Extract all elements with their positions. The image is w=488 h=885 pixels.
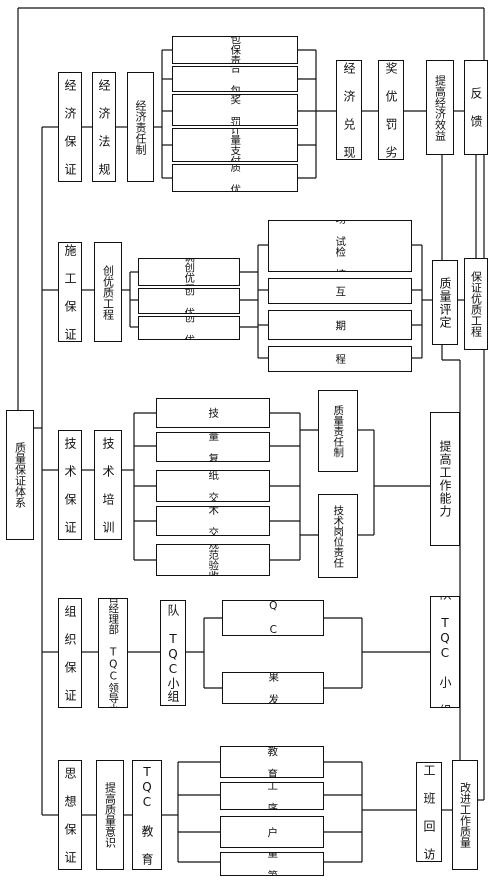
tech-handover-node: 技 术 交 底 <box>156 506 270 536</box>
sign-contract-label: 签订包保责任制 <box>229 37 241 63</box>
econ-law-node: 经 济 法 规 <box>92 72 116 182</box>
quality-eval-label: 质量评定 <box>438 276 452 329</box>
team-tqc-group-node: 队 TQC 小 组 <box>430 596 460 708</box>
improve-benefit-node: 提高经济效益 <box>426 60 454 155</box>
tech-post-resp-node: 技术岗位责任 <box>318 494 358 578</box>
crew-revisit-label: 工 班 回 访 <box>422 763 436 861</box>
econ-realize-label: 经 济 兑 现 <box>342 61 356 159</box>
strengthen-inspect-node: 加强 现场 试检 控制 充分 <box>268 220 412 272</box>
master-standards-node: 掌握规范验收标准 <box>156 544 270 576</box>
root-label: 质量保证体系 <box>13 442 27 508</box>
next-process-label: 下 道 工 序 用 户 <box>266 783 278 809</box>
tech-handover-label: 技 术 交 底 <box>207 507 219 535</box>
strengthen-inspect-label: 加强 现场 试检 控制 充分 <box>334 221 346 271</box>
thought-guarantee-node: 思 想 保 证 <box>58 760 82 870</box>
tech-training-node: 技 术 培 训 <box>94 430 122 540</box>
edu-plan-node: 制 定 教 育 计 划 <box>220 746 324 778</box>
construction-guarantee-node: 施 工 保 证 <box>58 242 82 342</box>
reward-punish-label: 奖 优 罚 劣 <box>384 61 398 159</box>
reward-rules-label: 制 定 奖 罚 条 例 <box>229 95 241 125</box>
construction-guarantee-label: 施 工 保 证 <box>63 243 77 341</box>
set-measures-node: 制 定 创 优 措 施 <box>138 288 240 314</box>
quality-price-label: 优 质 优 价 <box>229 165 241 191</box>
periodic-check-node: 定 期 不 定 期 质 量 检 查 <box>268 310 412 340</box>
tech-post-resp-label: 技术岗位责任 <box>332 504 345 568</box>
create-quality-label: 创优质工程 <box>101 264 115 320</box>
master-standards-label: 掌握规范验收标准 <box>207 545 219 575</box>
org-guarantee-node: 组 织 保 证 <box>58 598 82 708</box>
quality-awareness-label: 提高质量意识 <box>103 782 117 848</box>
set-measures-label: 制 定 创 优 措 施 <box>183 289 195 313</box>
results-dev-node: 成 果 发 展 <box>222 672 324 704</box>
measure-pay-label: 完善计量支付手段 <box>229 129 241 161</box>
reward-punish-node: 奖 优 罚 劣 <box>378 60 404 160</box>
econ-resp-label: 经济责任制 <box>134 99 147 155</box>
promote-new-label: 推 广 新 技 术 工 艺 <box>207 399 219 427</box>
quality-first-node: 质 量 第 一 <box>220 852 324 876</box>
team-tqc-node: 队 TQC小组 <box>160 600 186 706</box>
ensure-quality-label: 保证优质工程 <box>469 271 483 337</box>
econ-realize-node: 经 济 兑 现 <box>336 60 362 160</box>
tqc-education-label: TQC 教 育 <box>140 764 154 866</box>
measure-pay-node: 完善计量支付手段 <box>172 128 298 162</box>
thought-guarantee-label: 思 想 保 证 <box>63 766 77 864</box>
serve-users-node: 为 用 户 服 务 <box>220 816 324 848</box>
package-contract-node: 配 合 包 干 <box>172 66 298 92</box>
package-contract-label: 配 合 包 干 <box>229 67 241 91</box>
improve-ability-node: 提高工作能力 <box>430 412 460 546</box>
drawing-handover-label: 图 纸 交 底 <box>207 471 219 501</box>
results-dev-label: 成 果 发 展 <box>267 673 279 703</box>
econ-resp-node: 经济责任制 <box>127 72 154 182</box>
reward-rules-node: 制 定 奖 罚 条 例 <box>172 94 298 126</box>
serve-users-label: 为 用 户 服 务 <box>266 817 278 847</box>
team-tqc-group-label: 队 TQC 小 组 <box>438 596 452 708</box>
self-check-node: 进 行 自 检 互 检 交 接 检 <box>268 278 412 304</box>
accept-supervision-node: 接 受 工 程 师 监 察 <box>268 346 412 372</box>
drawing-handover-node: 图 纸 交 底 <box>156 470 270 502</box>
tech-training-label: 技 术 培 训 <box>101 436 115 534</box>
pm-tqc-node: 项目经理部 TQC领导小组 <box>98 598 128 708</box>
periodic-check-label: 定 期 不 定 期 质 量 检 查 <box>334 311 346 339</box>
improve-ability-label: 提高工作能力 <box>438 440 452 518</box>
improve-work-quality-label: 改进工作质量 <box>458 782 472 848</box>
improve-benefit-label: 提高经济效益 <box>433 74 447 141</box>
create-quality-node: 创优质工程 <box>94 242 122 342</box>
org-guarantee-label: 组 织 保 证 <box>63 604 77 702</box>
measure-review-node: 测 量 复 核 <box>156 432 270 462</box>
pm-tqc-label: 项目经理部 TQC领导小组 <box>107 598 120 708</box>
econ-guarantee-node: 经 济 保 证 <box>58 72 82 182</box>
ensure-quality-node: 保证优质工程 <box>464 258 488 350</box>
root-node: 质量保证体系 <box>6 410 34 540</box>
tqc-education-node: TQC 教 育 <box>132 760 162 870</box>
quality-price-node: 优 质 优 价 <box>172 164 298 192</box>
promote-new-node: 推 广 新 技 术 工 艺 <box>156 398 270 428</box>
crew-qc-node: 工 班 Q C 小 组 <box>222 600 324 636</box>
feedback-node: 反 馈 <box>464 60 488 155</box>
quality-awareness-node: 提高质量意识 <box>96 760 124 870</box>
crew-revisit-node: 工 班 回 访 <box>416 762 442 862</box>
crew-qc-label: 工 班 Q C 小 组 <box>267 601 279 635</box>
check-effect-node: 检 查 创 优 效 果 <box>138 316 240 340</box>
quality-eval-node: 质量评定 <box>432 260 458 345</box>
quality-resp-label: 质量责任制 <box>332 404 345 458</box>
improve-work-quality-node: 改进工作质量 <box>452 760 478 870</box>
feedback-label: 反 馈 <box>469 87 483 128</box>
econ-guarantee-label: 经 济 保 证 <box>63 78 77 176</box>
accept-supervision-label: 接 受 工 程 师 监 察 <box>334 347 346 371</box>
edu-plan-label: 制 定 教 育 计 划 <box>266 747 278 777</box>
define-goal-label: 明确创优工点 <box>183 259 195 285</box>
tech-guarantee-label: 技 术 保 证 <box>63 436 77 534</box>
next-process-node: 下 道 工 序 用 户 <box>220 782 324 810</box>
team-tqc-label: 队 TQC小组 <box>166 603 180 703</box>
check-effect-label: 检 查 创 优 效 果 <box>183 317 195 339</box>
tech-guarantee-node: 技 术 保 证 <box>58 430 82 540</box>
measure-review-label: 测 量 复 核 <box>207 433 219 461</box>
define-goal-node: 明确创优工点 <box>138 258 240 286</box>
quality-first-label: 质 量 第 一 <box>266 853 278 875</box>
self-check-label: 进 行 自 检 互 检 交 接 检 <box>334 279 346 303</box>
quality-resp-node: 质量责任制 <box>318 390 358 472</box>
econ-law-label: 经 济 法 规 <box>97 78 111 176</box>
sign-contract-node: 签订包保责任制 <box>172 36 298 64</box>
